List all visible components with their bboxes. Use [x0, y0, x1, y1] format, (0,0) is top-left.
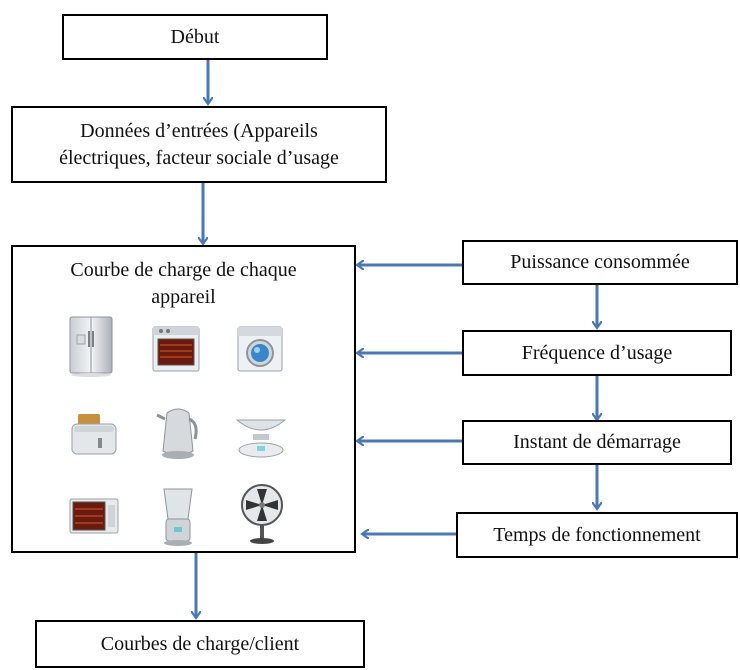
- load-curve-title: Courbe de charge de chaque appareil: [13, 257, 354, 311]
- inputs-box: Données d’entrées (Appareils électriques…: [11, 106, 387, 183]
- frequency-box: Fréquence d’usage: [462, 330, 732, 376]
- load-curve-title-line2: appareil: [151, 286, 216, 308]
- power-box: Puissance consommée: [462, 240, 738, 285]
- kitchen-scale-icon: [235, 419, 287, 458]
- toaster-icon: [71, 414, 117, 455]
- frequency-label: Fréquence d’usage: [521, 341, 673, 364]
- start-time-box: Instant de démarrage: [462, 420, 732, 465]
- output-label: Courbes de charge/client: [100, 632, 300, 655]
- microwave-icon: [69, 498, 119, 534]
- start-box: Début: [62, 14, 328, 60]
- kettle-icon: [156, 408, 198, 459]
- refrigerator-icon: [69, 316, 113, 377]
- load-curve-title-line1: Courbe de charge de chaque: [70, 259, 297, 281]
- inputs-label-line2: électriques, facteur sociale d’usage: [59, 146, 339, 169]
- power-label: Puissance consommée: [510, 251, 690, 273]
- load-curve-box: Courbe de charge de chaque appareil: [11, 245, 356, 553]
- fan-icon: [241, 484, 283, 544]
- start-label: Début: [170, 25, 220, 48]
- duration-box: Temps de fonctionnement: [456, 512, 738, 558]
- washing-machine-icon: [237, 326, 283, 372]
- inputs-label-line1: Données d’entrées (Appareils: [80, 119, 318, 142]
- start-time-label: Instant de démarrage: [513, 431, 681, 453]
- oven-icon: [152, 326, 200, 372]
- duration-label: Temps de fonctionnement: [493, 523, 701, 546]
- output-box: Courbes de charge/client: [35, 620, 365, 668]
- blender-icon: [163, 488, 193, 546]
